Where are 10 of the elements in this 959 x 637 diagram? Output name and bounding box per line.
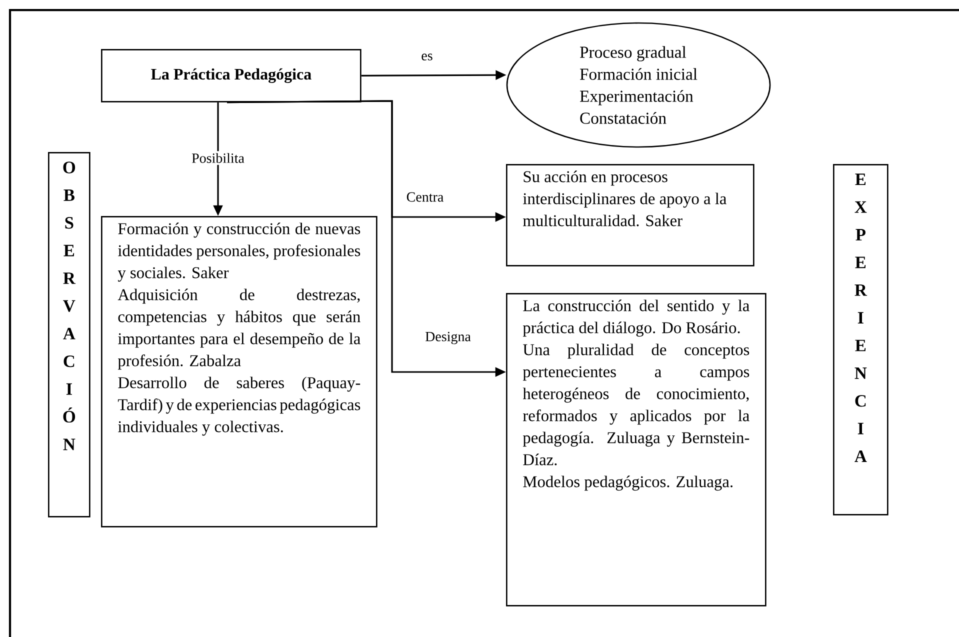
edge-label: Designa [423, 330, 473, 346]
edge-label: Centra [404, 190, 446, 204]
vertical-label-box: OBSERVACIÓN [48, 152, 90, 518]
text-box: Su acción en procesos interdisciplinares de apoyo a la multiculturalidad. Saker [506, 164, 754, 266]
text-box: La construcción del sentido y la práctica del diálogo. Do Rosário. Una pluralidad de conceptos pertenecientes a campos heterogéneos de conocimiento, reformados y aplicados por la pedagogía. Zuluaga y Bernstein-Díaz. Modelos pedagógicos. Zuluaga. [506, 293, 766, 606]
concept-box: La Práctica Pedagógica [101, 49, 362, 102]
edge-label: es [419, 52, 435, 62]
edge-label: Posibilita [190, 151, 246, 165]
vertical-label-box: EXPERIENCIA [833, 164, 888, 516]
text-box: Formación y construcción de nuevas identidades personales, profesionales y sociales. Saker Adquisición de destrezas, competencias y hábitos que serán importantes para el desempeño de la profesión. Zabalza Desarrollo de saberes (Paquay-Tardif) y de experiencias pedagógicas individuales y colectivas. [101, 216, 378, 528]
